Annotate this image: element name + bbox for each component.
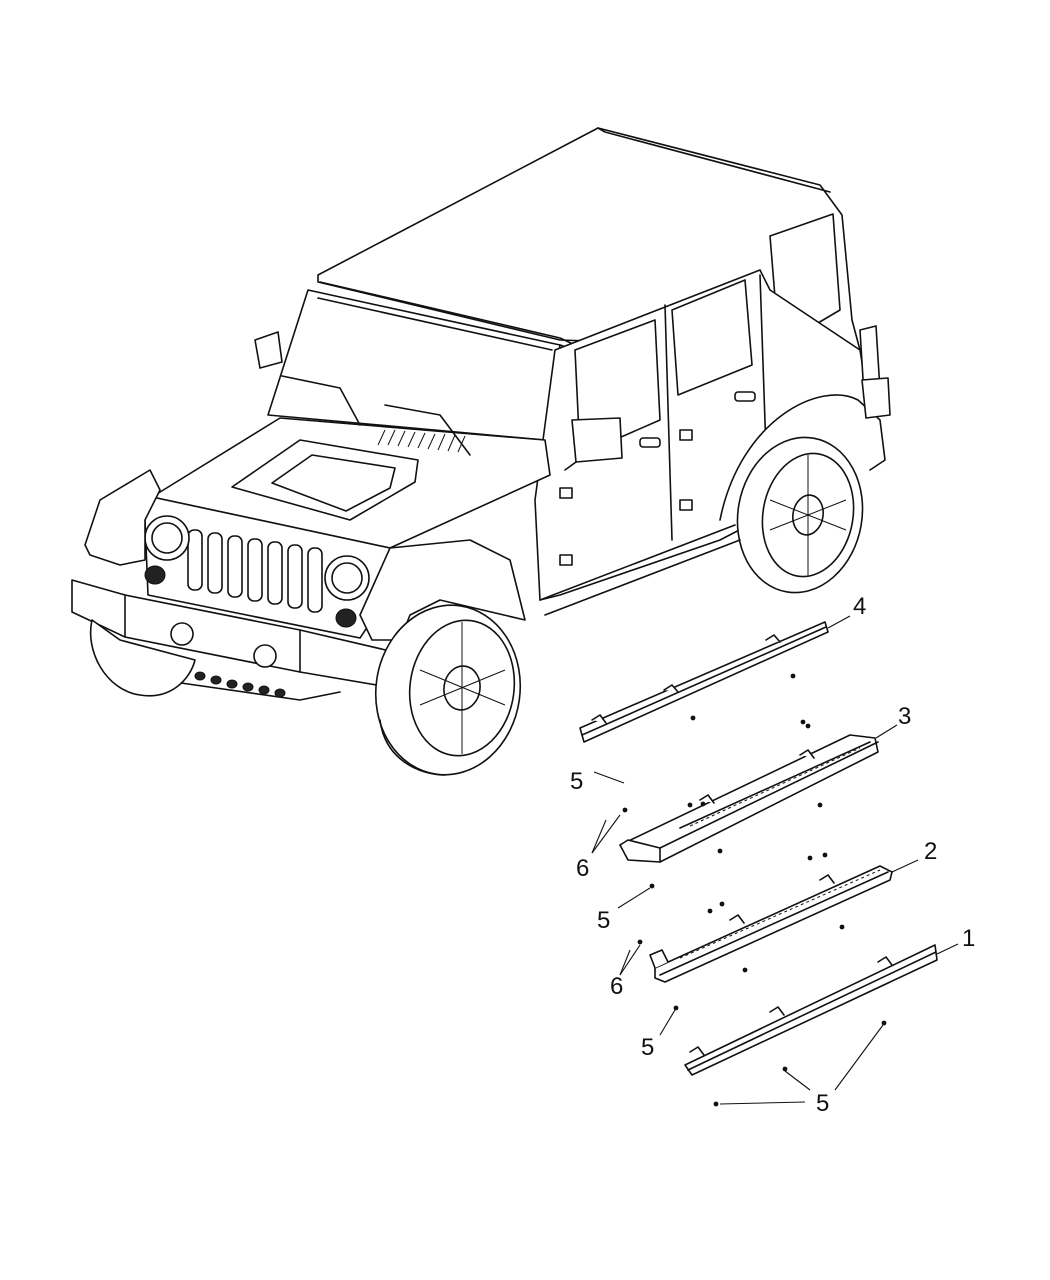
- leader-lines: [591, 615, 959, 1105]
- callout-6-b: 6: [610, 973, 623, 1000]
- callout-6-a: 6: [576, 855, 589, 882]
- part-4-rail: [579, 621, 829, 743]
- callout-5-d: 5: [816, 1090, 829, 1117]
- callout-3: 3: [898, 703, 911, 730]
- callout-1: 1: [962, 925, 975, 952]
- callout-4: 4: [853, 593, 866, 620]
- callout-2: 2: [924, 838, 937, 865]
- callout-5-a: 5: [570, 768, 583, 795]
- vehicle-illustration: [71, 127, 891, 776]
- callout-5-b: 5: [597, 907, 610, 934]
- part-3-step: [619, 734, 879, 863]
- callout-5-c: 5: [641, 1034, 654, 1061]
- part-1-rail: [684, 944, 938, 1076]
- fasteners: [622, 673, 887, 1107]
- part-2-step: [649, 865, 893, 983]
